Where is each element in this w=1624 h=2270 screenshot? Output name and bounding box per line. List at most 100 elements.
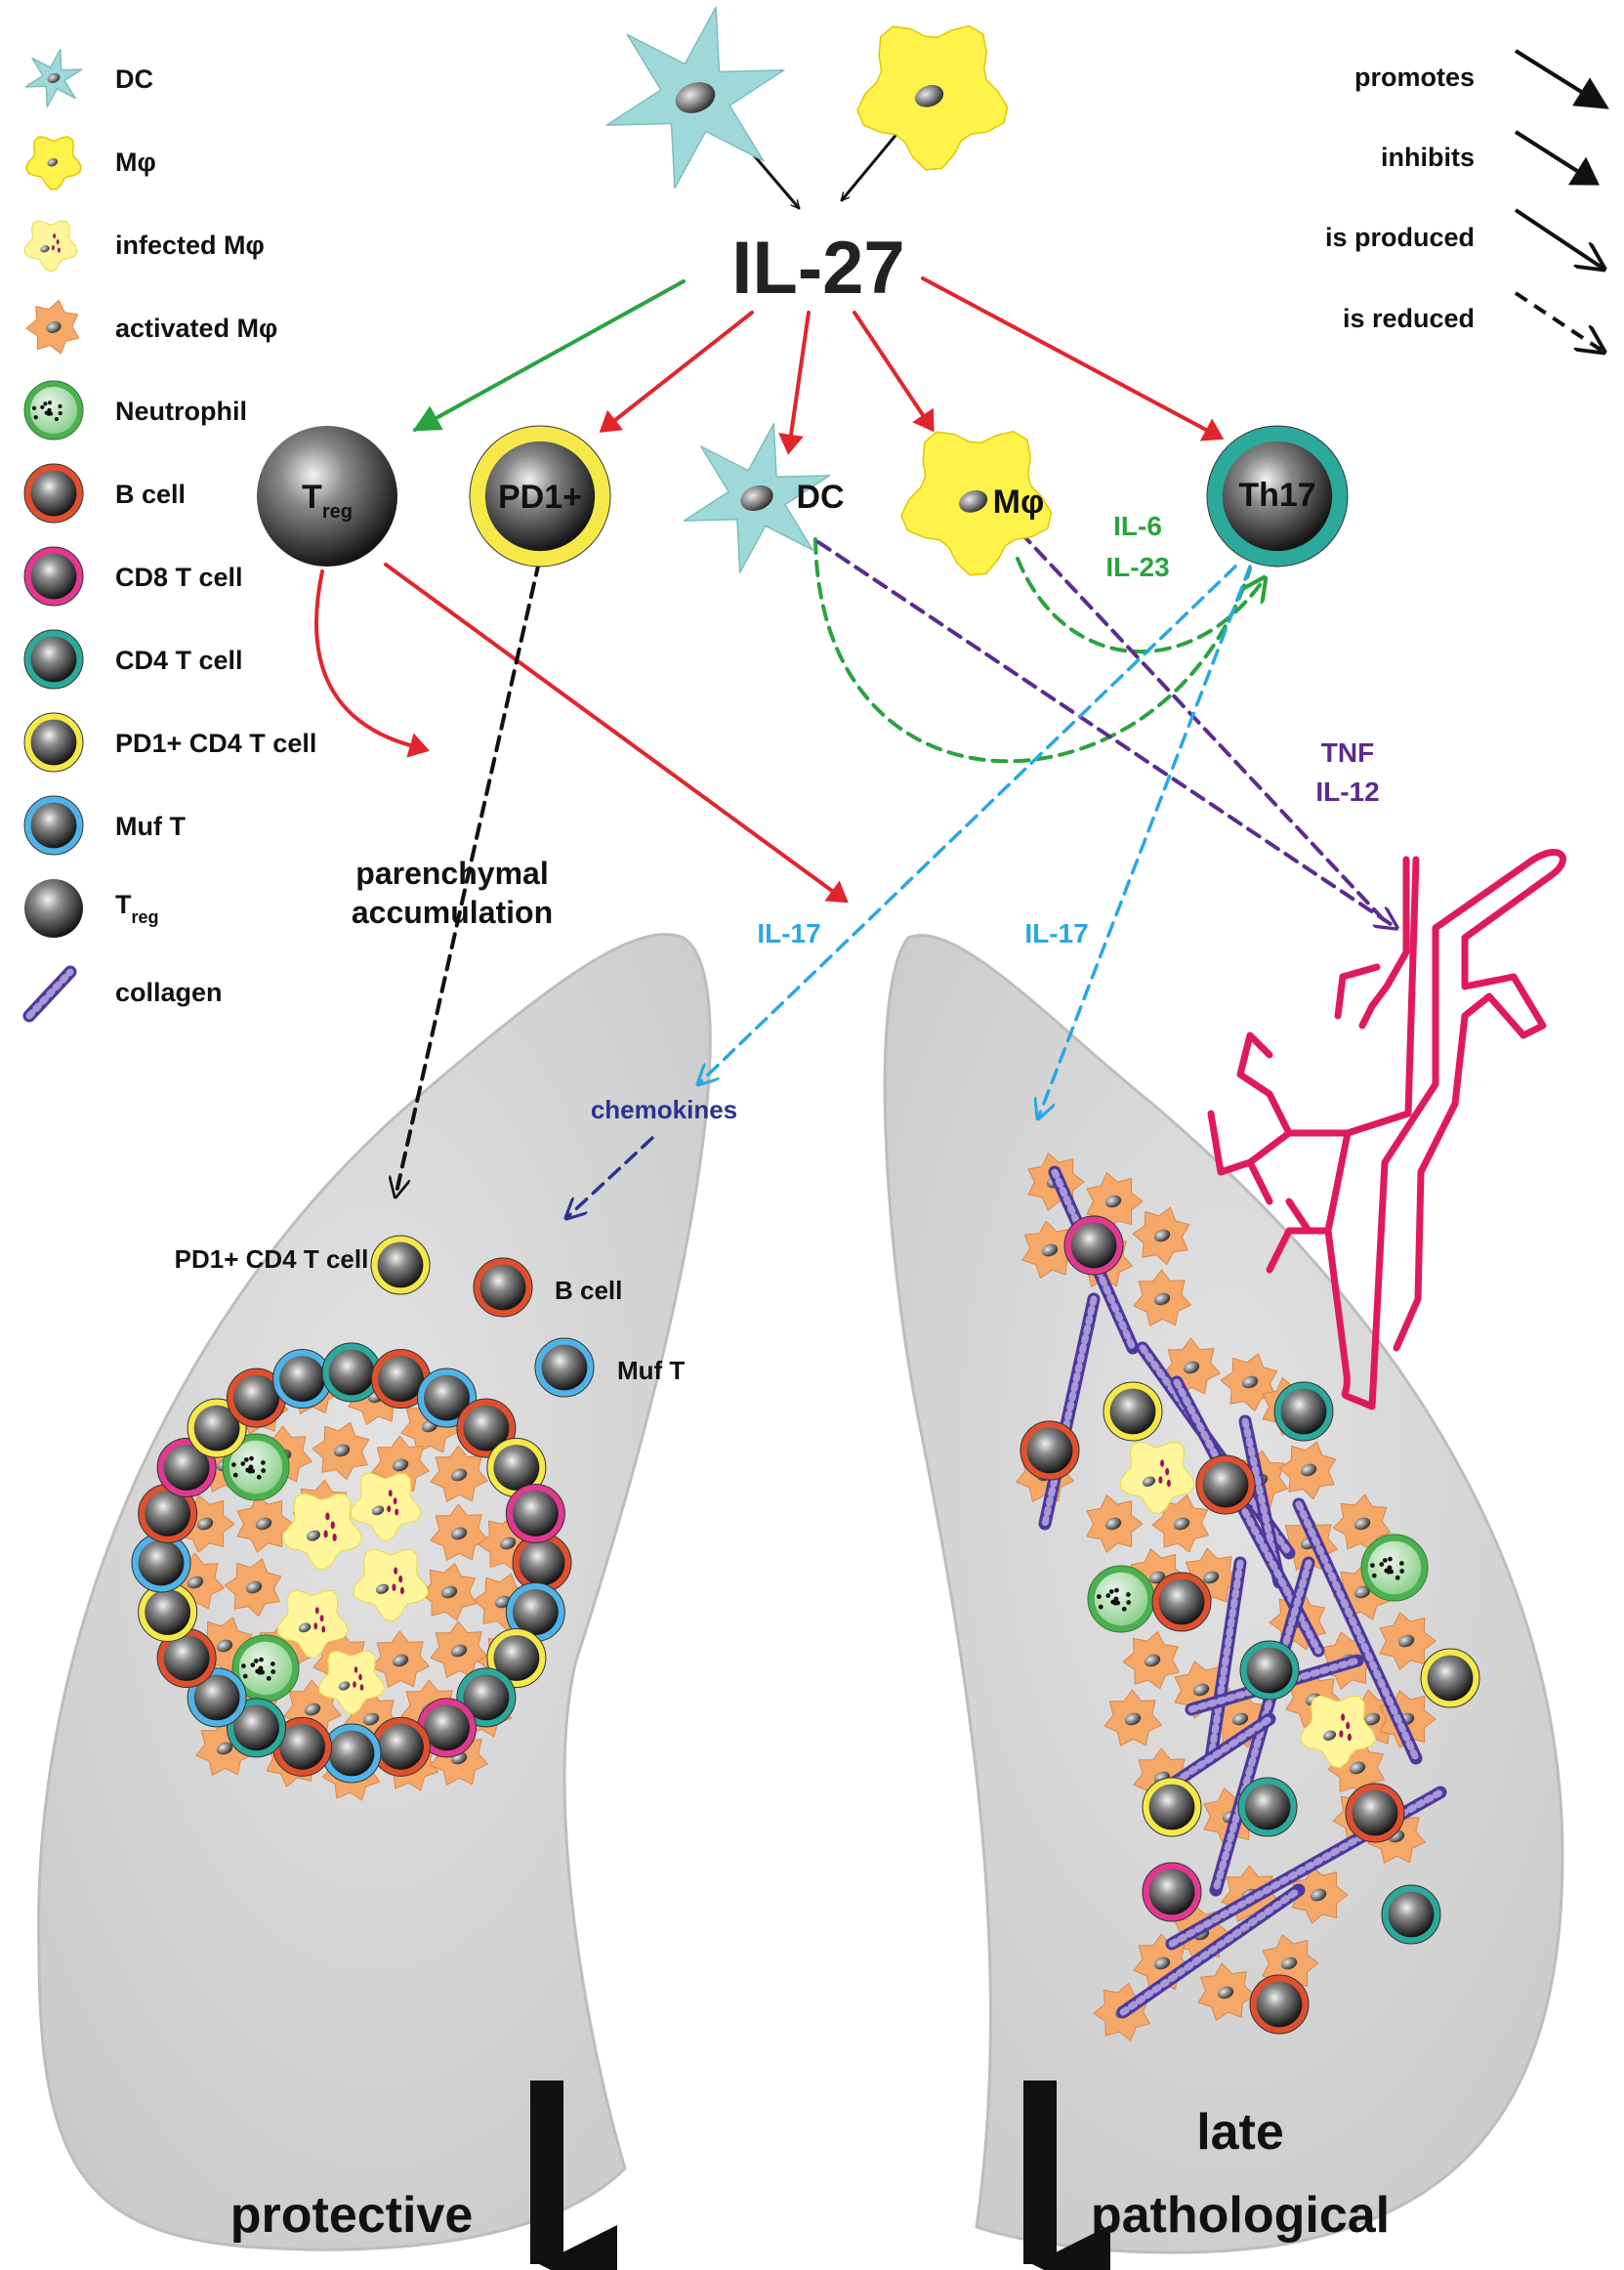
granuloma-lymphocyte bbox=[370, 1716, 431, 1777]
activated-macrophage-icon bbox=[1332, 1493, 1392, 1552]
infected-macrophage-icon bbox=[353, 1548, 430, 1622]
collagen-fiber bbox=[22, 965, 77, 1023]
collagen-fiber bbox=[1038, 1292, 1101, 1531]
pathological-label: pathological bbox=[1091, 2187, 1390, 2244]
key-reduced-label: is reduced bbox=[1343, 304, 1475, 333]
activated-macrophage-icon bbox=[1021, 1220, 1080, 1279]
infiltrating-lymphocyte bbox=[1273, 1381, 1334, 1442]
il6-label: IL-6 bbox=[1113, 511, 1162, 541]
pd1-cd4-t-cell-icon bbox=[370, 1235, 431, 1295]
legend-label-neutrophil: Neutrophil bbox=[115, 397, 247, 426]
b-cell-icon bbox=[473, 1257, 533, 1318]
late-label: late bbox=[1196, 2104, 1284, 2161]
neutrophil-icon bbox=[1360, 1534, 1429, 1602]
treg-node-label: Treg bbox=[302, 479, 353, 523]
activated-macrophage-icon bbox=[1086, 1172, 1144, 1231]
bronchus-icon bbox=[1207, 849, 1566, 1410]
infected-macrophage-icon bbox=[1119, 1441, 1196, 1515]
pd1-node-label: PD1+ bbox=[498, 479, 582, 516]
infiltrating-lymphocyte bbox=[1020, 1420, 1080, 1481]
activated-macrophage-icon bbox=[1151, 1494, 1209, 1553]
muf-t-cell-icon bbox=[534, 1337, 595, 1398]
granuloma-lymphocyte bbox=[272, 1716, 333, 1777]
key-promotes-arrow bbox=[1514, 49, 1609, 109]
granuloma-lymphocyte bbox=[370, 1349, 431, 1409]
macrophage-node-label: Mφ bbox=[993, 483, 1045, 521]
legend-label-infected-macrophage: infected Mφ bbox=[115, 231, 265, 260]
activated-macrophage-icon bbox=[25, 300, 80, 355]
neutrophil-icon bbox=[23, 380, 84, 441]
left-lung-pd1-label: PD1+ CD4 T cell bbox=[175, 1244, 369, 1274]
legend-pd1-cd4-t-cell-icon bbox=[23, 712, 84, 773]
infiltrating-lymphocyte bbox=[1249, 1974, 1310, 2035]
legend-label-cd8-t-cell: CD8 T cell bbox=[115, 563, 243, 592]
treg-node-label-main: T bbox=[302, 479, 322, 516]
macrophage-node-icon bbox=[900, 430, 1053, 576]
protective-label: protective bbox=[230, 2187, 474, 2244]
left-lung-bcell-label: B cell bbox=[555, 1276, 622, 1305]
source-dc-icon bbox=[605, 6, 785, 189]
il27-label: IL-27 bbox=[731, 227, 904, 310]
legend-dc-icon bbox=[24, 48, 83, 108]
connector-lines bbox=[314, 130, 1396, 1218]
legend-label-treg-main: T bbox=[115, 890, 132, 919]
legend-label-dc: DC bbox=[115, 64, 153, 94]
key-promotes-label: promotes bbox=[1354, 63, 1475, 92]
infected-macrophage-icon bbox=[350, 1472, 422, 1542]
infected-macrophage-icon bbox=[1300, 1695, 1377, 1769]
left-lung-cells bbox=[131, 1235, 595, 1801]
infiltrating-lymphocyte bbox=[1195, 1454, 1256, 1515]
legend-muf-t-cell-icon bbox=[23, 795, 84, 856]
granuloma-lymphocyte bbox=[138, 1581, 198, 1642]
granuloma-lymphocyte bbox=[131, 1533, 191, 1593]
il23-label: IL-23 bbox=[1105, 552, 1169, 582]
activated-macrophage-icon bbox=[1197, 1962, 1256, 2021]
granuloma-lymphocyte bbox=[505, 1484, 565, 1544]
collagen-fiber bbox=[1204, 1556, 1247, 1765]
infected-macrophage-icon bbox=[318, 1650, 386, 1715]
legend-b-cell-icon bbox=[23, 463, 84, 524]
activated-macrophage-icon bbox=[371, 1630, 430, 1688]
infiltrating-lymphocyte bbox=[1063, 1215, 1124, 1276]
activated-macrophage-icon bbox=[236, 1494, 294, 1553]
key-produced-arrow bbox=[1514, 208, 1603, 269]
legend-label-treg-sub: reg bbox=[132, 907, 159, 927]
legend-macrophage-icon bbox=[24, 136, 82, 190]
th17-node-label: Th17 bbox=[1238, 477, 1315, 514]
activated-macrophage-icon bbox=[430, 1445, 488, 1502]
granuloma-lymphocyte bbox=[227, 1367, 286, 1428]
legend-label-macrophage: Mφ bbox=[115, 147, 156, 177]
infiltrating-lymphocyte bbox=[1103, 1381, 1163, 1442]
infiltrating-lymphocyte bbox=[1381, 1884, 1441, 1945]
activated-macrophage-icon bbox=[1379, 1612, 1437, 1670]
infiltrating-lymphocyte bbox=[1151, 1572, 1212, 1632]
infiltrating-lymphocyte bbox=[1142, 1862, 1202, 1922]
treg-node-icon bbox=[257, 426, 397, 567]
legend-label-muf-t: Muf T bbox=[115, 812, 186, 841]
granuloma-lymphocyte bbox=[321, 1342, 382, 1403]
key-inhibits-arrow bbox=[1514, 130, 1600, 186]
activated-macrophage-icon bbox=[1278, 1441, 1337, 1500]
left-lung-muft-label: Muf T bbox=[617, 1356, 685, 1385]
granuloma-lymphocyte bbox=[272, 1349, 333, 1409]
source-macrophage-icon bbox=[856, 24, 1009, 171]
infected-macrophage-icon bbox=[282, 1492, 363, 1571]
activated-macrophage-icon bbox=[1291, 1866, 1349, 1924]
granuloma-lymphocyte bbox=[417, 1698, 477, 1758]
legend-label-activated-macrophage: activated Mφ bbox=[115, 314, 277, 343]
il17-left-label: IL-17 bbox=[757, 918, 820, 948]
key-inhibits-label: inhibits bbox=[1381, 143, 1475, 172]
accumulation-label: accumulation bbox=[352, 895, 553, 930]
key-reduced-arrow bbox=[1514, 291, 1603, 352]
il17-right-label: IL-17 bbox=[1024, 918, 1088, 948]
legend-label-collagen: collagen bbox=[115, 978, 223, 1007]
legend-cd4-t-cell-icon bbox=[23, 629, 84, 690]
activated-macrophage-icon bbox=[1220, 1353, 1278, 1412]
neutrophil-icon bbox=[222, 1433, 290, 1501]
granuloma-lymphocyte bbox=[321, 1723, 382, 1784]
neutrophil-icon bbox=[1087, 1565, 1155, 1633]
legend bbox=[22, 48, 84, 1023]
activated-macrophage-icon bbox=[1122, 1631, 1180, 1690]
legend-label-treg: Treg bbox=[115, 890, 159, 927]
